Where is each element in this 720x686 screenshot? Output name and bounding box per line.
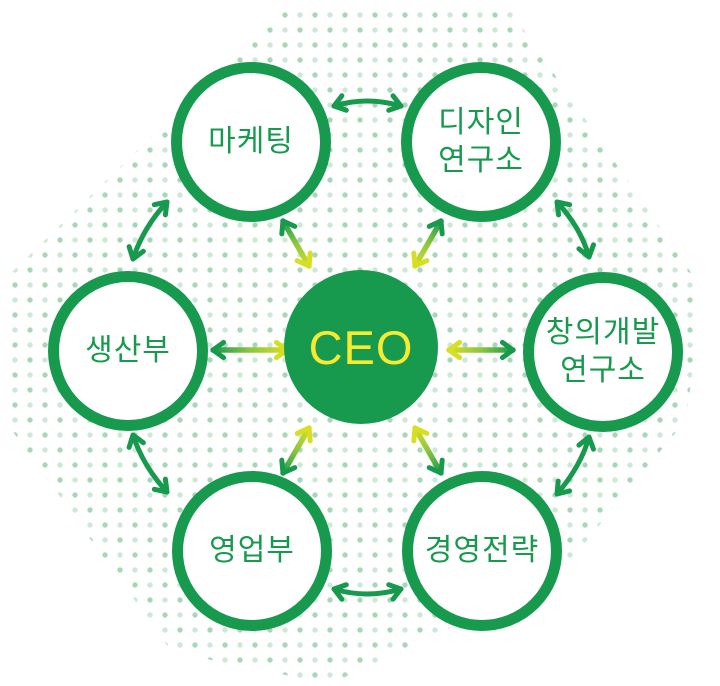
node-label: 생산부 xyxy=(85,334,171,367)
node-label: 창의개발 연구소 xyxy=(545,316,661,387)
node-label: 디자인 연구소 xyxy=(438,106,524,177)
node-creative-lab: 창의개발 연구소 xyxy=(523,272,683,432)
node-label: 마케팅 xyxy=(208,125,294,158)
node-marketing: 마케팅 xyxy=(171,62,331,222)
ceo-node: CEO xyxy=(284,270,438,424)
node-strategy: 경영전략 xyxy=(402,471,562,631)
ceo-label: CEO xyxy=(308,320,414,374)
node-design-lab: 디자인 연구소 xyxy=(401,62,561,222)
node-label: 영업부 xyxy=(209,534,295,567)
node-sales: 영업부 xyxy=(172,471,332,631)
node-production: 생산부 xyxy=(48,271,208,431)
node-label: 경영전략 xyxy=(424,534,540,567)
